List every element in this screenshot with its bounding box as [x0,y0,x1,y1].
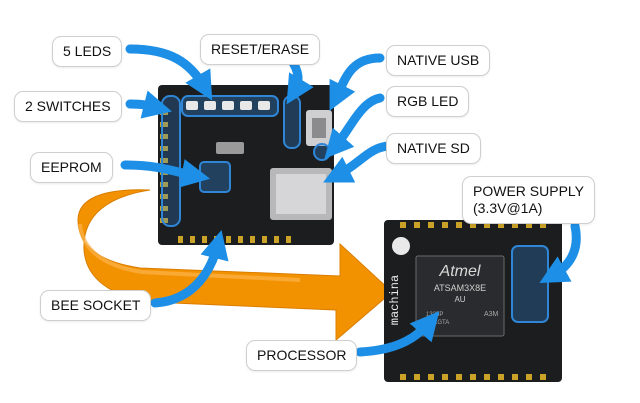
chip-lot-1: 1325P [426,312,443,318]
bottom-board: machina Atmel ATSAM3X8E AU 1325P A3KGTA … [384,220,562,382]
label-eeprom: EEPROM [30,152,113,183]
label-bee-socket: BEE SOCKET [40,290,152,321]
reset-button [283,95,301,149]
chip-part: ATSAM3X8E [434,283,486,293]
top-board [158,85,334,245]
arrow-leds [125,44,213,101]
arrow-usb [329,53,385,111]
power-supply-area [511,245,549,323]
label-5-leds: 5 LEDS [52,36,123,67]
eeprom-chip [199,161,231,193]
arrow-bee [150,230,229,308]
arrow-rgb [324,93,385,159]
label-rgb-led: RGB LED [386,86,470,117]
callout-arrows [120,44,581,357]
bottom-board-top-header [400,222,546,228]
bottom-board-bottom-header [400,374,546,380]
board-brand-text: machina [388,275,402,325]
arrow-power [539,221,581,283]
arrow-switches [125,90,172,119]
label-native-sd: NATIVE SD [386,133,481,164]
label-reset-erase: RESET/ERASE [200,34,321,65]
crystal [216,142,244,154]
flip-arrow [77,189,393,342]
board-logo [392,237,410,255]
label-power-supply: POWER SUPPLY (3.3V@1A) [462,176,595,224]
led-row [186,101,270,110]
chip-code: A3M [484,311,499,318]
chip-brand: Atmel [439,263,481,280]
arrow-sd [323,141,393,183]
label-native-usb: NATIVE USB [386,45,491,76]
rgb-led [313,143,331,161]
switch-highlight [161,95,181,227]
arrow-processor [355,311,440,357]
label-processor: PROCESSOR [246,340,358,371]
chip-suffix: AU [454,295,465,304]
label-2-switches: 2 SWITCHES [14,91,122,122]
arrow-eeprom [120,159,211,188]
